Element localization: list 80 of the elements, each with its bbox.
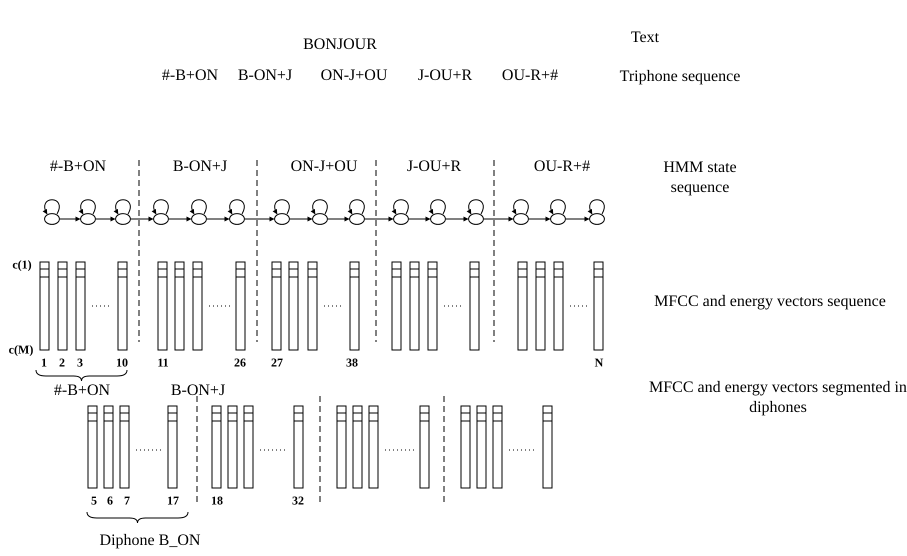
state-circle [550,213,566,225]
state-circle [153,213,169,225]
frame-number: 5 [91,494,97,508]
triphone-label: #-B+ON [50,157,106,177]
state-circle [513,213,529,225]
state-circle [312,213,328,225]
triphone-label: B-ON+J [170,381,226,401]
state-circle [393,213,409,225]
self-loop-arrow [428,199,446,214]
state-circle [115,213,131,225]
frame-number: 32 [292,494,304,508]
self-loop-arrow [348,199,365,214]
row-title: HMM state sequence [662,158,738,198]
frame-number: 1 [41,356,47,370]
state-circle [349,213,365,225]
triphone-label: J-OU+R [418,66,472,86]
arrow [130,216,154,222]
frame-number: 27 [271,356,283,370]
coefficient-label: c(M) [8,342,34,358]
self-loop-arrow [190,199,207,214]
arrow [484,216,514,222]
state-circle [191,213,207,225]
self-loop-arrow [310,199,328,214]
state-circle [430,213,446,225]
frame-number: 17 [167,494,179,508]
arrow [206,216,230,222]
row-title: MFCC and energy vectors segmented in diphones [648,378,907,418]
triphone-label: #-B+ON [162,66,218,86]
arrow [446,216,468,222]
frame-number: N [594,356,604,370]
arrow [290,216,312,222]
frame-number: 18 [211,494,223,508]
self-loop-arrow [152,199,169,214]
arrow [244,216,274,222]
self-loop-arrow [114,199,131,214]
diphone-label: Diphone B_ON [100,531,200,551]
word-text: BONJOUR [303,35,377,55]
state-circle [80,213,96,225]
coefficient-label: c(1) [12,258,32,272]
state-circle [274,213,290,225]
row-title: MFCC and energy vectors sequence [653,292,887,312]
self-loop-arrow [588,199,605,214]
row-title: Text [630,28,660,48]
triphone-label: OU-R+# [502,66,558,86]
self-loop-arrow [466,199,484,214]
arrow [364,216,394,222]
frame-number: 3 [77,356,83,370]
triphone-label: B-ON+J [172,157,228,177]
state-circle [229,213,245,225]
frame-number: 10 [116,356,128,370]
self-loop-arrow [42,199,60,214]
self-loop-arrow [392,199,409,214]
triphone-label: B-ON+J [238,66,292,86]
arrow [168,216,192,222]
triphone-label: OU-R+# [534,157,590,177]
frame-number: 26 [234,356,246,370]
arrow [60,216,80,222]
state-circle [468,213,484,225]
frame-number: 6 [107,494,113,508]
state-circle [44,213,60,225]
frame-number: 38 [346,356,358,370]
arrow [328,216,350,222]
frame-number: 7 [124,494,130,508]
frame-number: 11 [157,356,169,370]
arrow [408,216,430,222]
state-circle [589,213,605,225]
triphone-label: J-OU+R [406,157,462,177]
triphone-label: #-B+ON [54,381,110,401]
arrow [528,216,550,222]
triphone-label: ON-J+OU [290,157,358,177]
arrow [566,216,590,222]
frame-number: 2 [59,356,65,370]
self-loop-arrow [512,199,529,214]
row-title: Triphone sequence [620,67,740,87]
self-loop-arrow [228,199,245,214]
arrow [96,216,116,222]
triphone-label: ON-J+OU [320,66,388,86]
self-loop-arrow [272,199,290,214]
self-loop-arrow [548,199,566,214]
self-loop-arrow [78,199,96,214]
